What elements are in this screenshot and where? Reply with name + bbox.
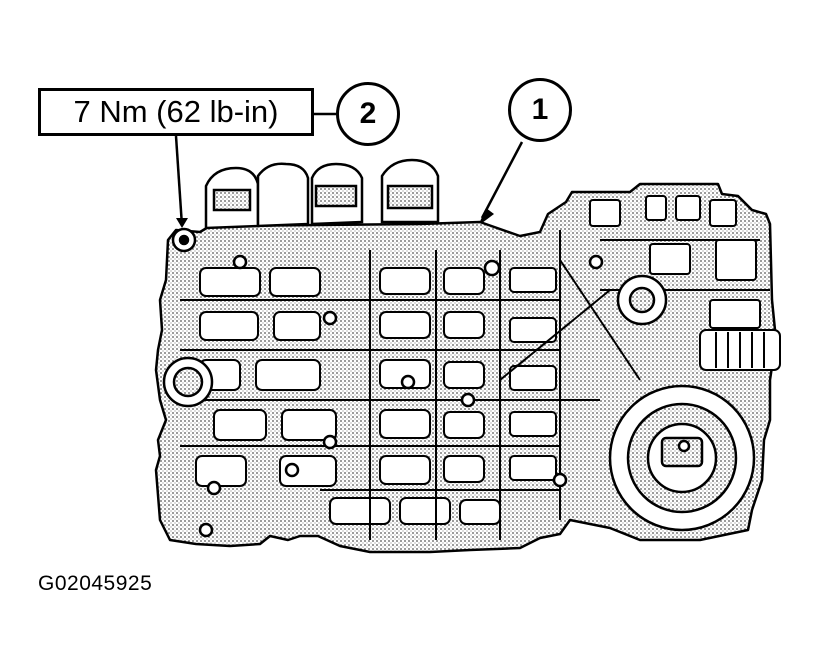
bolt-icon <box>171 227 197 253</box>
valve-bore-grid <box>195 267 557 525</box>
round-cover <box>608 384 756 532</box>
upper-right-pockets <box>589 195 761 329</box>
arrowhead-torque <box>176 218 188 228</box>
solenoid-group <box>204 158 440 230</box>
callout-1-number: 1 <box>531 93 549 126</box>
torque-spec-text: 7 Nm (62 lb-in) <box>73 94 279 129</box>
ports <box>162 254 668 538</box>
callout-2: 2 <box>336 82 400 146</box>
solenoid-icon <box>256 162 310 228</box>
callout-2-number: 2 <box>359 97 377 130</box>
leader-torque-to-bolt <box>174 135 184 227</box>
leader-1-to-gasket <box>480 141 524 219</box>
figure-id: G02045925 <box>38 572 153 595</box>
spring-assembly <box>699 329 781 371</box>
torque-spec-label: 7 Nm (62 lb-in) <box>38 88 314 136</box>
leader-lines <box>174 112 524 227</box>
callout-1: 1 <box>508 78 572 142</box>
